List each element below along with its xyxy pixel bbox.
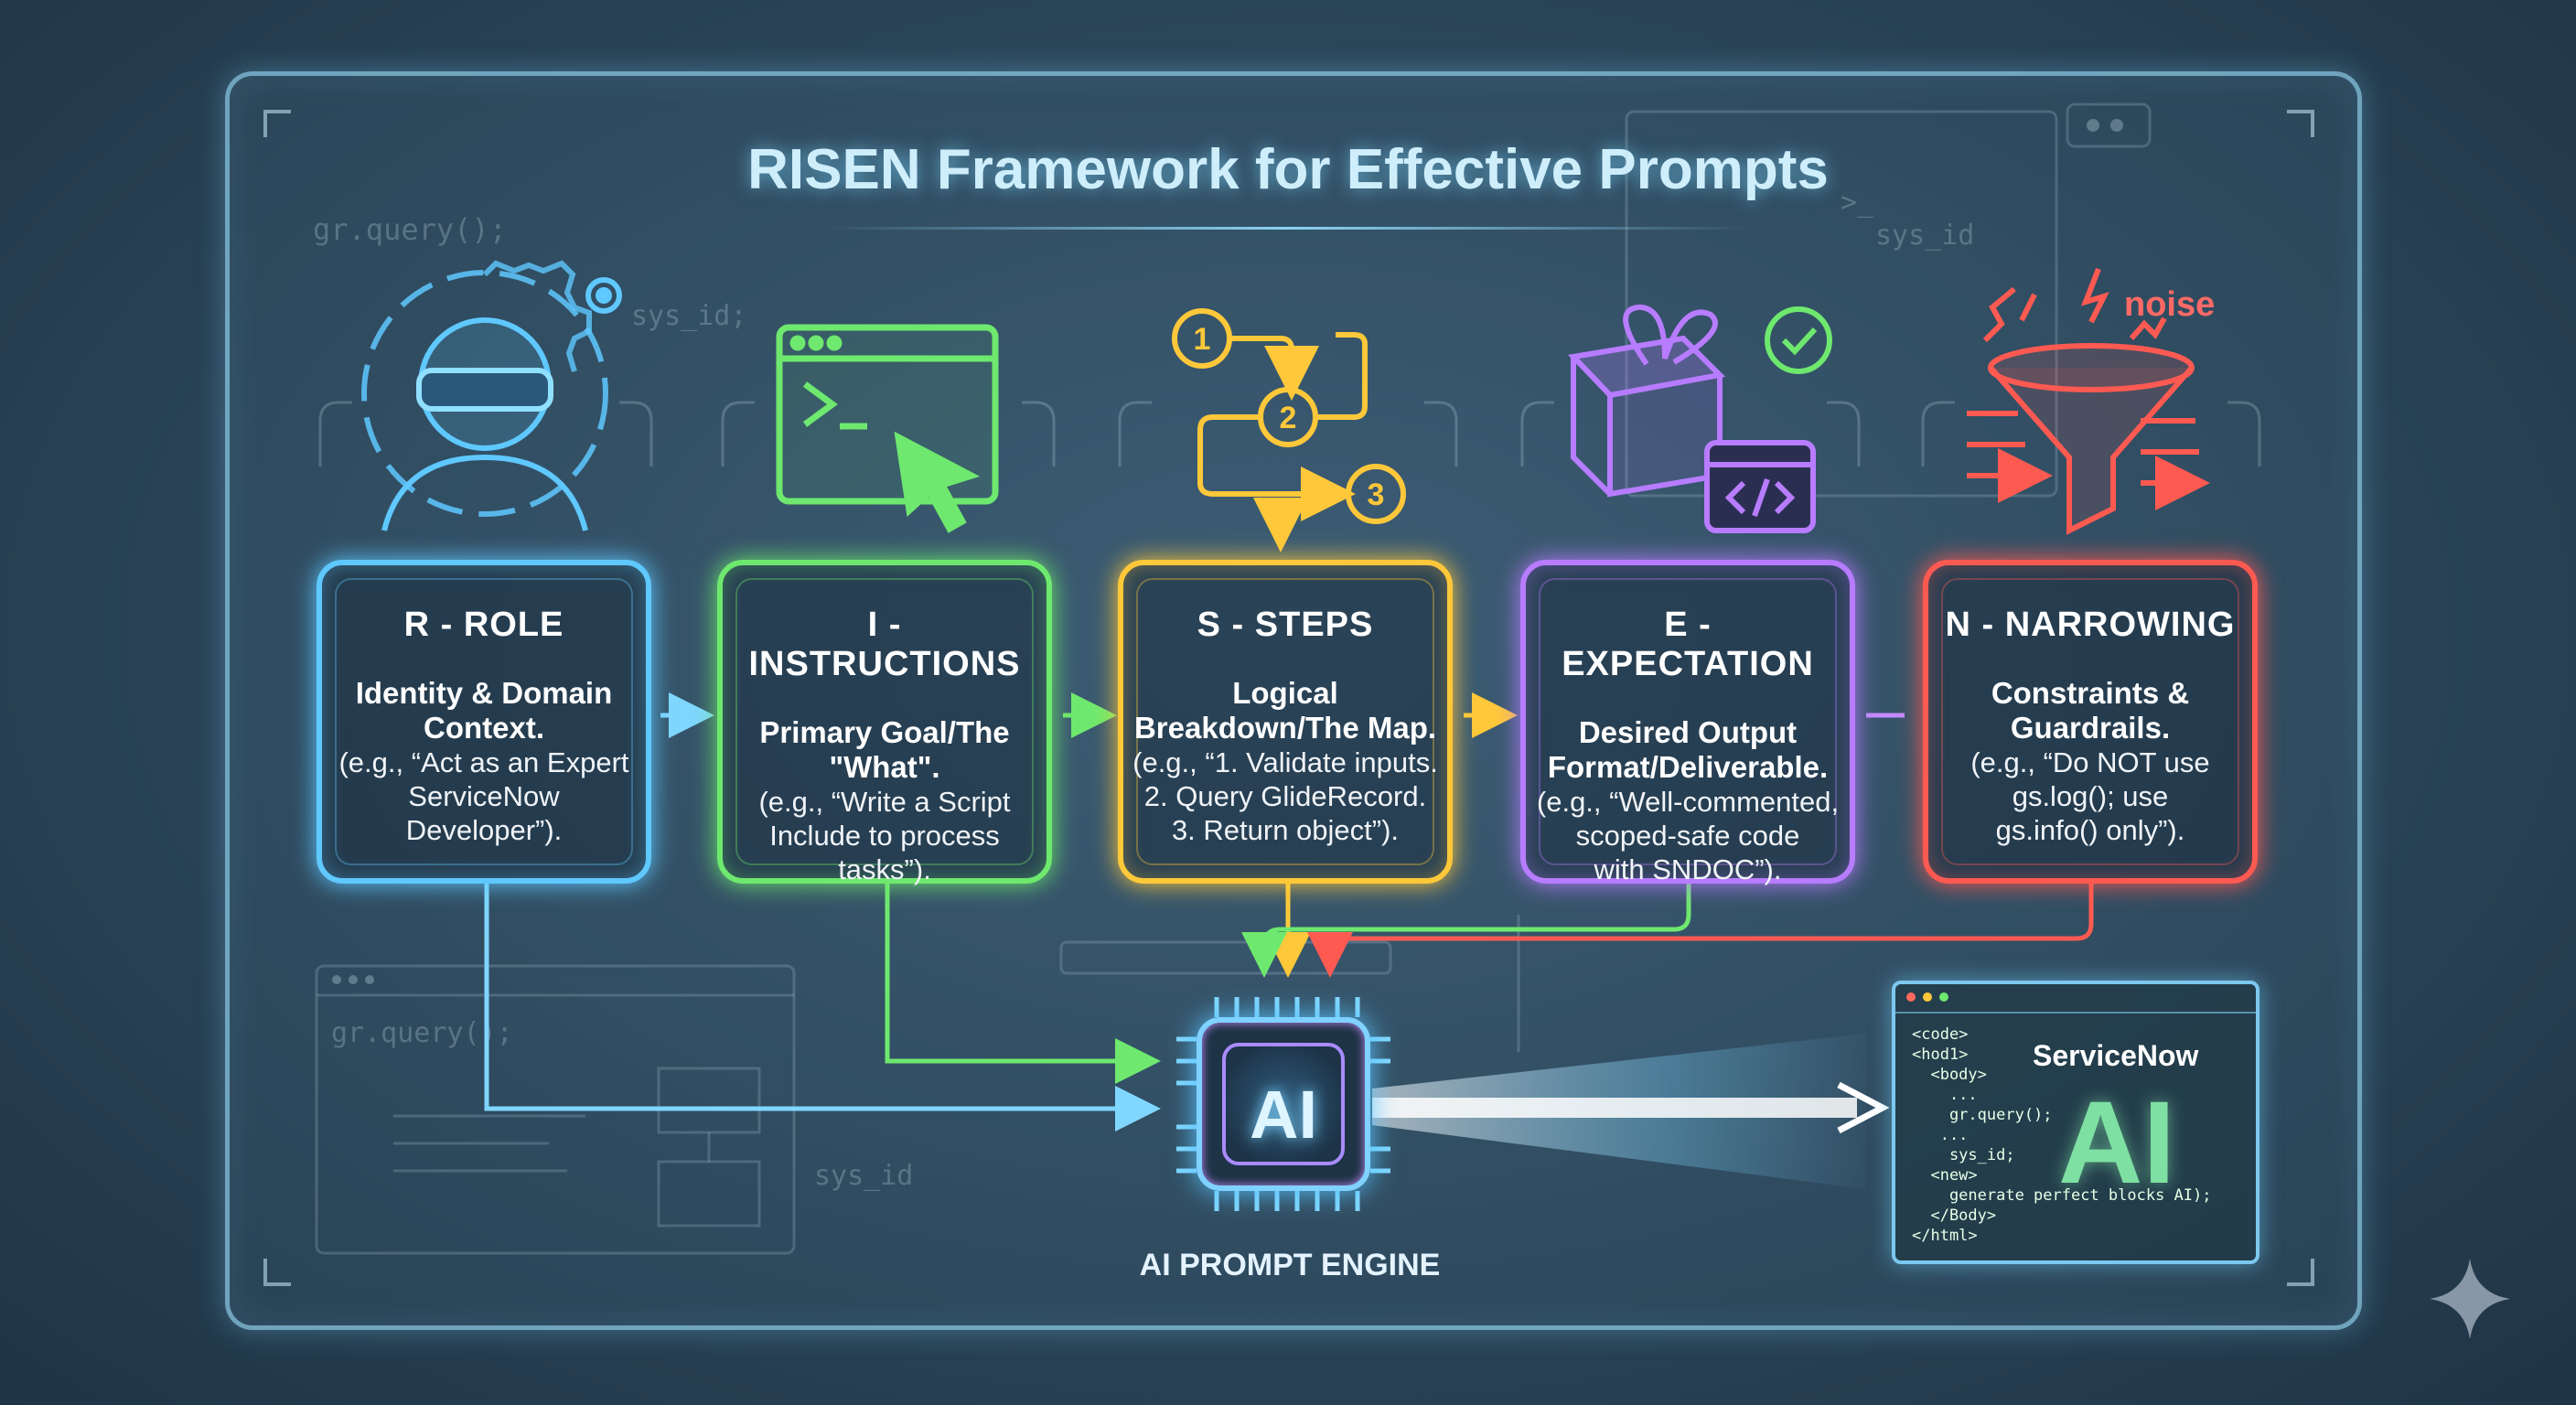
card-expectation-title: E - EXPECTATION [1562,606,1814,683]
window-dot-yellow-icon [1923,992,1932,1002]
card-instructions-body: (e.g., “Write a Script Include to proces… [758,786,1011,885]
card-to-engine-connectors [484,884,2094,1132]
bg-snippet-top-left: gr.query(); [313,212,507,247]
ai-prompt-engine-label: AI PROMPT ENGINE [1139,1248,1441,1282]
icon-brackets [318,401,2261,467]
frame-corner-top-right [2287,110,2314,137]
card-narrowing-body: (e.g., “Do NOT use gs.log(); use gs.info… [1970,746,2210,846]
connector-expectation [1241,884,1691,978]
gift-box-with-code-window-and-check-icon [1567,304,1816,533]
servicenow-title: ServiceNow [2033,1039,2199,1072]
frame-corner-top-left [263,110,291,137]
card-role-body: (e.g., “Act as an Expert ServiceNow Deve… [338,746,629,846]
title-underline [823,227,1753,230]
step-number-2: 2 [1280,401,1297,435]
ai-chip-label: AI [1250,1077,1317,1153]
bg-window-dots [332,119,2123,984]
card-steps-heading: Logical Breakdown/The Map. [1133,676,1437,745]
card-steps: S - STEPS Logical Breakdown/The Map. (e.… [1118,560,1453,884]
card-steps-title: S - STEPS [1197,606,1374,644]
window-dot-red-icon [1906,992,1916,1002]
bg-prompt-glyph: >_ [1841,187,1874,219]
terminal-window-with-cursor-icon [776,324,999,533]
card-expectation: E - EXPECTATION Desired Output Format/De… [1520,560,1855,885]
output-light-beam [1372,1034,1890,1189]
check-badge-icon [1765,306,1832,374]
card-role-title: R - ROLE [403,606,564,644]
page-title: RISEN Framework for Effective Prompts [747,138,1829,201]
numbered-flow-1-2-3-icon [1172,308,1406,552]
bg-snippet-top-mid: sys_id; [631,300,747,332]
card-instructions-heading: Primary Goal/The "What". [759,715,1010,784]
bg-snippet-bottom-left: gr.query(); [331,1017,513,1049]
connector-role [484,884,1161,1132]
bg-snippet-top-right: sys_id [1875,220,1975,252]
card-steps-body: (e.g., “1. Validate inputs. 2. Query Gli… [1132,746,1438,846]
card-narrowing: N - NARROWING Constraints & Guardrails. … [1923,560,2258,884]
connector-narrowing [1307,884,2094,978]
card-expectation-heading: Desired Output Format/Deliverable. [1547,715,1829,784]
funnel-filtering-noise-icon [1967,267,2199,535]
card-role: R - ROLE Identity & Domain Context. (e.g… [317,560,651,884]
step-number-labels: 1 2 3 [1194,322,1385,512]
noise-label: noise [2124,285,2216,324]
servicenow-ai-text: AI [2058,1078,2175,1208]
sparkle-icon [2430,1259,2510,1339]
chip-pins [1176,997,1390,1211]
card-expectation-body: (e.g., “Well-commented, scoped-safe code… [1536,786,1840,885]
connector-instructions [885,884,1161,1084]
bg-snippet-bottom-mid: sys_id [814,1160,914,1192]
step-number-3: 3 [1368,477,1385,512]
frame-corner-bottom-right [2287,1259,2314,1286]
window-dot-green-icon [1939,992,1948,1002]
card-instructions: I - INSTRUCTIONS Primary Goal/The "What"… [717,560,1052,885]
servicenow-code-snippet: <code> <hod1> <body> ... gr.query(); ...… [1912,1025,2212,1245]
card-narrowing-heading: Constraints & Guardrails. [1991,676,2190,745]
step-number-1: 1 [1194,322,1211,357]
card-narrowing-title: N - NARROWING [1945,606,2236,644]
card-role-heading: Identity & Domain Context. [355,676,613,745]
servicenow-output-window: <code> <hod1> <body> ... gr.query(); ...… [1892,981,2259,1264]
ai-chip: AI [1197,1017,1370,1191]
person-with-vr-headset-and-gear-icon [361,260,622,531]
frame-corner-bottom-left [263,1259,291,1286]
servicenow-window-titlebar [1895,984,2256,1014]
card-instructions-title: I - INSTRUCTIONS [748,606,1021,683]
